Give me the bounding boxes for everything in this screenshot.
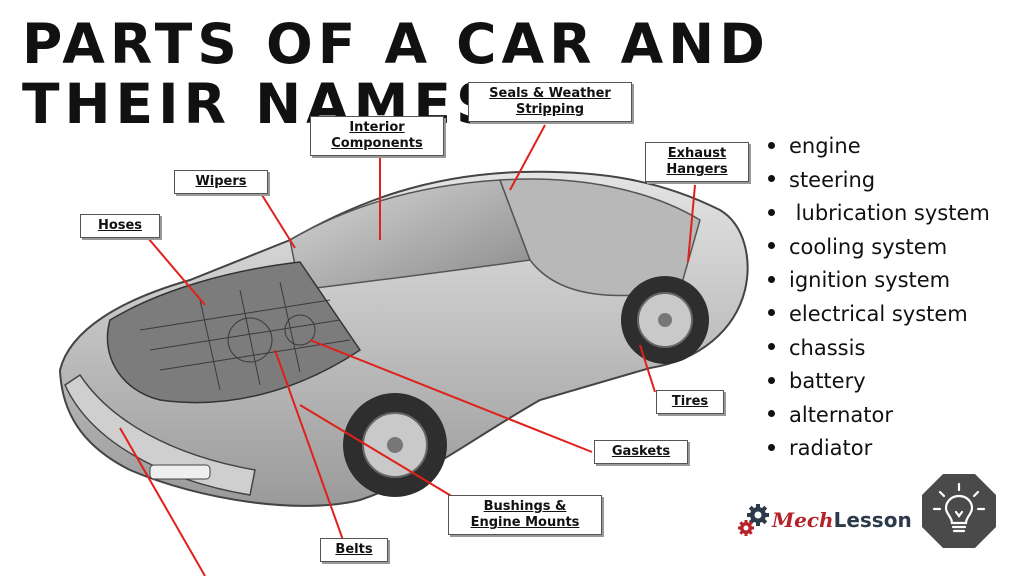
list-item: ignition system [768,264,990,298]
rear-wheel [621,276,709,364]
arrow-seals [509,124,546,191]
label-wipers: Wipers [174,170,268,194]
cabin [498,178,701,297]
list-item: chassis [768,332,990,366]
label-gaskets: Gaskets [594,440,688,464]
arrow-bushings [299,404,459,501]
engine-bay [106,261,362,404]
arrow-exhaust [687,184,696,263]
list-item: radiator [768,432,990,466]
list-item: steering [768,164,990,198]
arrow-hoses [147,237,206,306]
label-hoses: Hoses [80,214,160,238]
list-item: electrical system [768,298,990,332]
list-item: lubrication system [768,197,990,231]
label-tires: Tires [656,390,724,414]
list-item: alternator [768,399,990,433]
lightbulb-icon [922,474,996,548]
arrow-tires [639,344,656,393]
arrow-bumper [119,427,206,576]
page-title: Parts of a Car and their names [22,12,770,136]
front-wheel [343,393,447,497]
logo-text-mech: Mech [772,508,834,532]
gears-icon [738,504,769,536]
arrow-belts [274,349,344,541]
list-item: engine [768,130,990,164]
list-item: cooling system [768,231,990,265]
car-systems-list: engine steering lubrication system cooli… [768,130,990,466]
label-belts: Belts [320,538,388,562]
arrow-gaskets [309,339,593,453]
arrow-wipers [261,194,296,249]
list-item: battery [768,365,990,399]
label-bushings-engine-mounts: Bushings &Engine Mounts [448,495,602,535]
logo-text-lesson: Lesson [833,508,912,532]
headlight [149,464,211,480]
